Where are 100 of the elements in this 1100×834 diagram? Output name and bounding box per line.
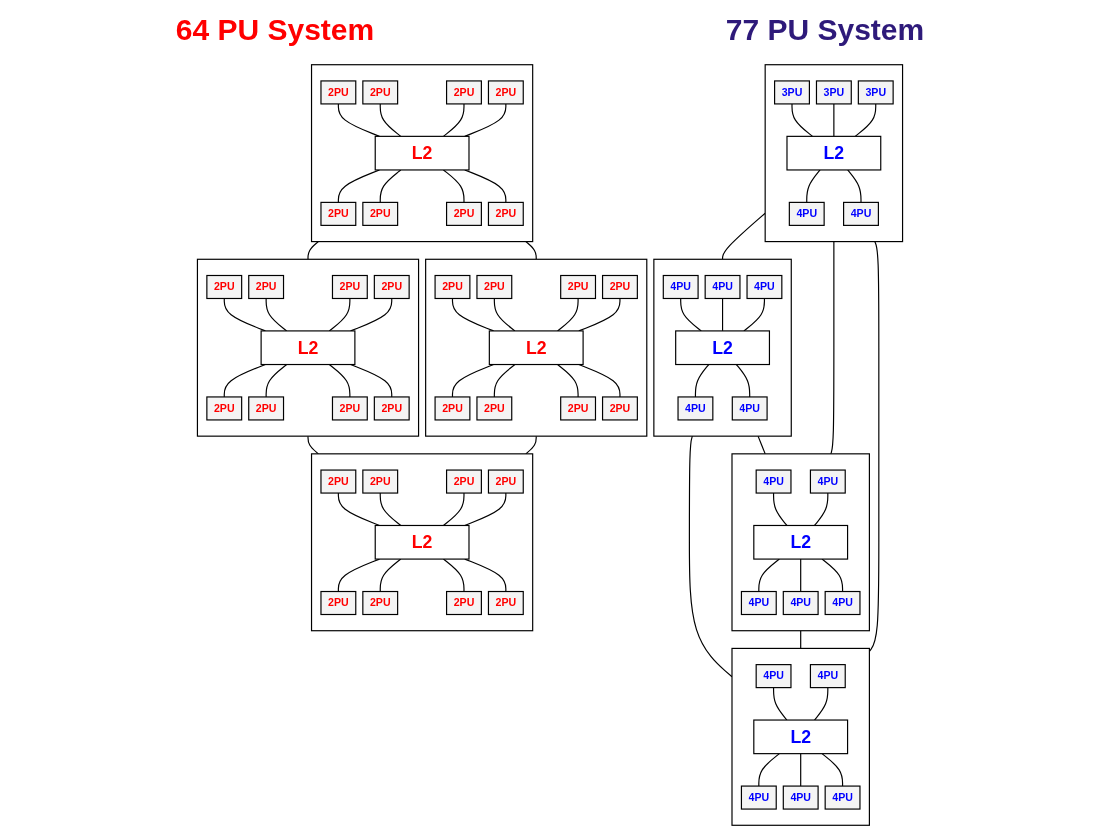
connector: [800, 753, 802, 787]
node-box: 2PU: [446, 590, 482, 616]
node-box: 2PU: [446, 201, 482, 226]
node-box: 3PU: [774, 80, 810, 105]
node-box: L2: [260, 330, 356, 366]
node-box: 4PU: [824, 785, 861, 810]
connector: [525, 241, 537, 260]
node-box: 2PU: [362, 590, 399, 616]
connector: [464, 169, 507, 203]
connector: [688, 435, 733, 678]
node-box: 2PU: [248, 274, 285, 300]
connector: [442, 558, 465, 593]
connector: [758, 753, 780, 787]
connector: [743, 297, 765, 332]
connector: [464, 492, 507, 527]
connector: [379, 558, 402, 593]
node-box: L2: [374, 524, 470, 560]
node-box: 2PU: [362, 80, 399, 105]
node-box: 2PU: [320, 80, 357, 105]
connector: [680, 297, 702, 332]
connector: [821, 558, 844, 593]
node-box: 4PU: [782, 590, 819, 616]
connector: [464, 103, 507, 137]
connector: [328, 363, 351, 398]
node-box: 2PU: [487, 590, 524, 616]
node-box: 3PU: [857, 80, 894, 105]
cluster: [731, 647, 870, 826]
node-box: 2PU: [362, 201, 399, 226]
node-box: 4PU: [755, 664, 792, 689]
connector: [721, 212, 766, 260]
connector: [493, 363, 516, 398]
system-heading: 64 PU System: [175, 13, 375, 47]
node-box: 4PU: [782, 785, 819, 810]
connector: [791, 103, 814, 137]
connector: [721, 297, 724, 332]
node-box: 2PU: [446, 80, 482, 105]
connector: [813, 687, 829, 721]
node-box: 2PU: [560, 274, 597, 300]
connector: [813, 492, 829, 527]
node-box: 2PU: [320, 590, 357, 616]
cluster: [310, 64, 534, 243]
node-box: 2PU: [248, 396, 285, 421]
connector: [379, 169, 402, 203]
node-box: L2: [675, 330, 771, 366]
node-box: 4PU: [788, 201, 825, 226]
node-box: 4PU: [809, 664, 846, 689]
cluster: [196, 258, 420, 437]
node-box: 2PU: [601, 396, 638, 421]
connector: [854, 103, 877, 137]
connector: [328, 297, 351, 332]
connector: [493, 297, 516, 332]
cluster: [764, 64, 904, 243]
node-box: 2PU: [373, 396, 410, 421]
node-box: L2: [374, 135, 470, 171]
cluster: [425, 258, 648, 437]
connector: [379, 103, 402, 137]
connector: [307, 241, 319, 260]
node-box: L2: [488, 330, 584, 366]
connector: [847, 169, 862, 203]
node-box: L2: [786, 135, 882, 171]
node-box: 2PU: [206, 274, 243, 300]
node-box: 4PU: [809, 469, 846, 494]
node-box: 2PU: [560, 396, 597, 421]
node-box: 2PU: [320, 469, 357, 494]
node-box: 2PU: [601, 274, 638, 300]
connector: [694, 363, 710, 398]
cluster: [310, 453, 534, 632]
node-box: 2PU: [487, 469, 524, 494]
connector: [265, 297, 288, 332]
node-box: 4PU: [746, 274, 783, 300]
connector: [265, 363, 288, 398]
connector: [442, 103, 465, 137]
connector: [830, 241, 835, 455]
node-box: 2PU: [331, 396, 368, 421]
connector: [442, 492, 465, 527]
node-box: 2PU: [320, 201, 357, 226]
node-box: L2: [753, 719, 849, 755]
node-box: 2PU: [434, 274, 471, 300]
connector: [800, 558, 802, 593]
connector: [525, 435, 537, 455]
node-box: 4PU: [731, 396, 768, 421]
connector: [556, 363, 579, 398]
connector: [223, 363, 266, 398]
node-box: 2PU: [476, 396, 513, 421]
connector: [735, 363, 751, 398]
cluster: [653, 258, 792, 437]
node-box: 4PU: [740, 785, 777, 810]
node-box: 4PU: [755, 469, 792, 494]
connector: [442, 169, 465, 203]
node-box: 4PU: [824, 590, 861, 616]
cluster: [731, 453, 870, 632]
connector: [773, 687, 788, 721]
node-box: 4PU: [677, 396, 714, 421]
connector: [821, 753, 844, 787]
connector: [757, 435, 766, 455]
node-box: 2PU: [446, 469, 482, 494]
node-box: 4PU: [740, 590, 777, 616]
node-box: 2PU: [206, 396, 243, 421]
connector: [806, 169, 821, 203]
node-box: 2PU: [476, 274, 513, 300]
